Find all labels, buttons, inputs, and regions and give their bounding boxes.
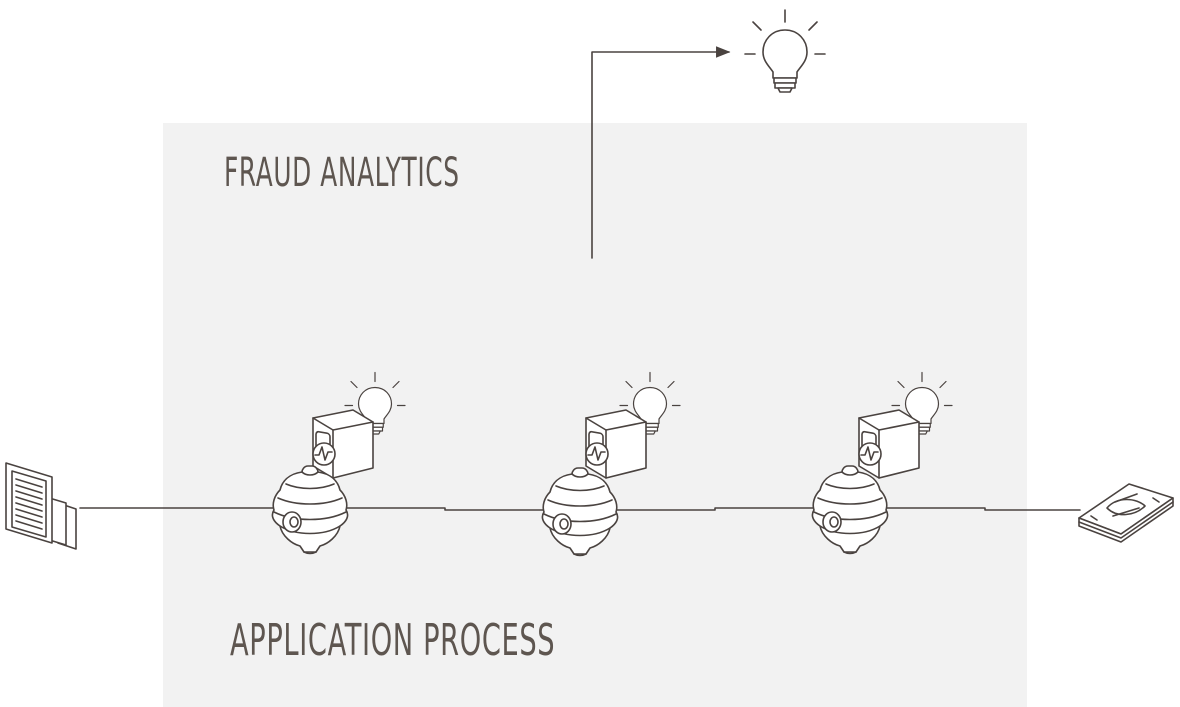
monitor-module-icon bbox=[312, 409, 374, 479]
application-form-icon bbox=[5, 462, 77, 550]
sensor-node-icon bbox=[541, 467, 619, 557]
sensor-node-icon bbox=[271, 465, 349, 555]
process-stage-3 bbox=[811, 371, 953, 555]
fraud-analytics-label: FRAUD ANALYTICS bbox=[224, 150, 460, 196]
monitor-module-icon bbox=[858, 409, 920, 479]
monitor-module-icon bbox=[585, 409, 647, 479]
lightbulb-icon bbox=[744, 9, 826, 93]
application-process-label: APPLICATION PROCESS bbox=[230, 615, 556, 666]
process-stage-2 bbox=[541, 371, 681, 557]
process-stage-1 bbox=[271, 371, 406, 555]
cash-stack-icon bbox=[1078, 483, 1174, 543]
sensor-node-icon bbox=[811, 465, 889, 555]
analytics-output-arrow bbox=[591, 46, 731, 259]
process-flow-line bbox=[79, 507, 1081, 511]
